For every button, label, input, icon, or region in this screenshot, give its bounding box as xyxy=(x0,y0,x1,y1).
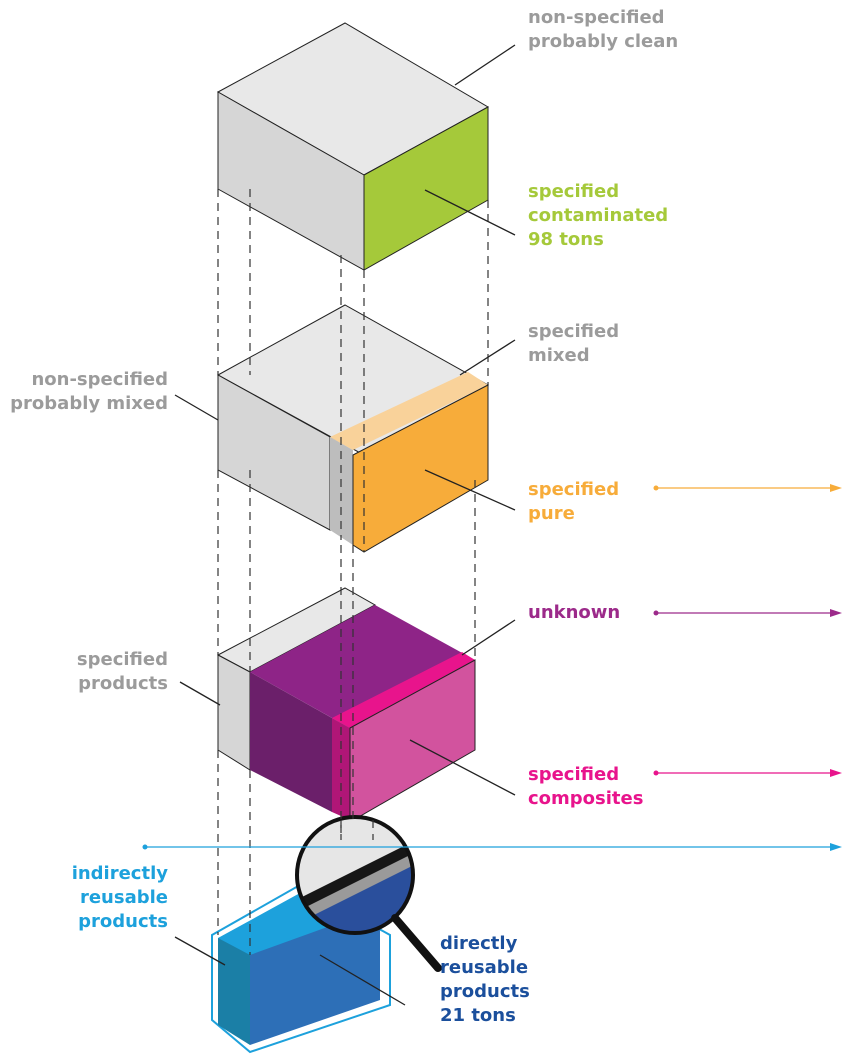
label-specified-pure: specified pure xyxy=(528,479,620,524)
arrow-unknown xyxy=(653,609,842,617)
cube-mixed-pure xyxy=(216,304,490,553)
cube4-left xyxy=(218,938,250,1045)
arrow-pure xyxy=(653,484,842,492)
cube2-pure-face xyxy=(352,384,489,553)
cube3-gray-left xyxy=(217,654,251,771)
label-unknown: unknown xyxy=(528,602,621,623)
label-specified-mixed: specified mixed xyxy=(528,321,620,366)
projection-lines xyxy=(217,189,489,955)
label-specified-composites: specified composites xyxy=(528,764,644,809)
cube2-mixed-face xyxy=(330,437,353,545)
cube-clean-contaminated xyxy=(216,22,490,271)
magnifier-icon xyxy=(295,815,442,972)
cube3-unknown-top xyxy=(250,605,475,728)
cube-products-composites xyxy=(216,587,476,823)
cube4-front xyxy=(250,908,380,1045)
label-specified-products: specified products xyxy=(76,649,168,694)
arrow-reusable xyxy=(142,843,842,851)
label-specified-contaminated: specified contaminated 98 tons xyxy=(528,181,669,250)
label-nonspecified-mixed: non-specified probably mixed xyxy=(10,369,168,414)
arrow-composites xyxy=(653,769,842,777)
cube2-mixed-top xyxy=(330,372,488,450)
label-indirectly-reusable: indirectly reusable products xyxy=(71,863,168,932)
label-directly-reusable: directly reusable products 21 tons xyxy=(440,933,530,1026)
leader-lines xyxy=(174,44,516,1006)
cube3-unknown-left xyxy=(250,672,332,812)
cube3-magenta-band xyxy=(332,652,475,728)
label-nonspecified-clean: non-specified probably clean xyxy=(528,7,679,52)
